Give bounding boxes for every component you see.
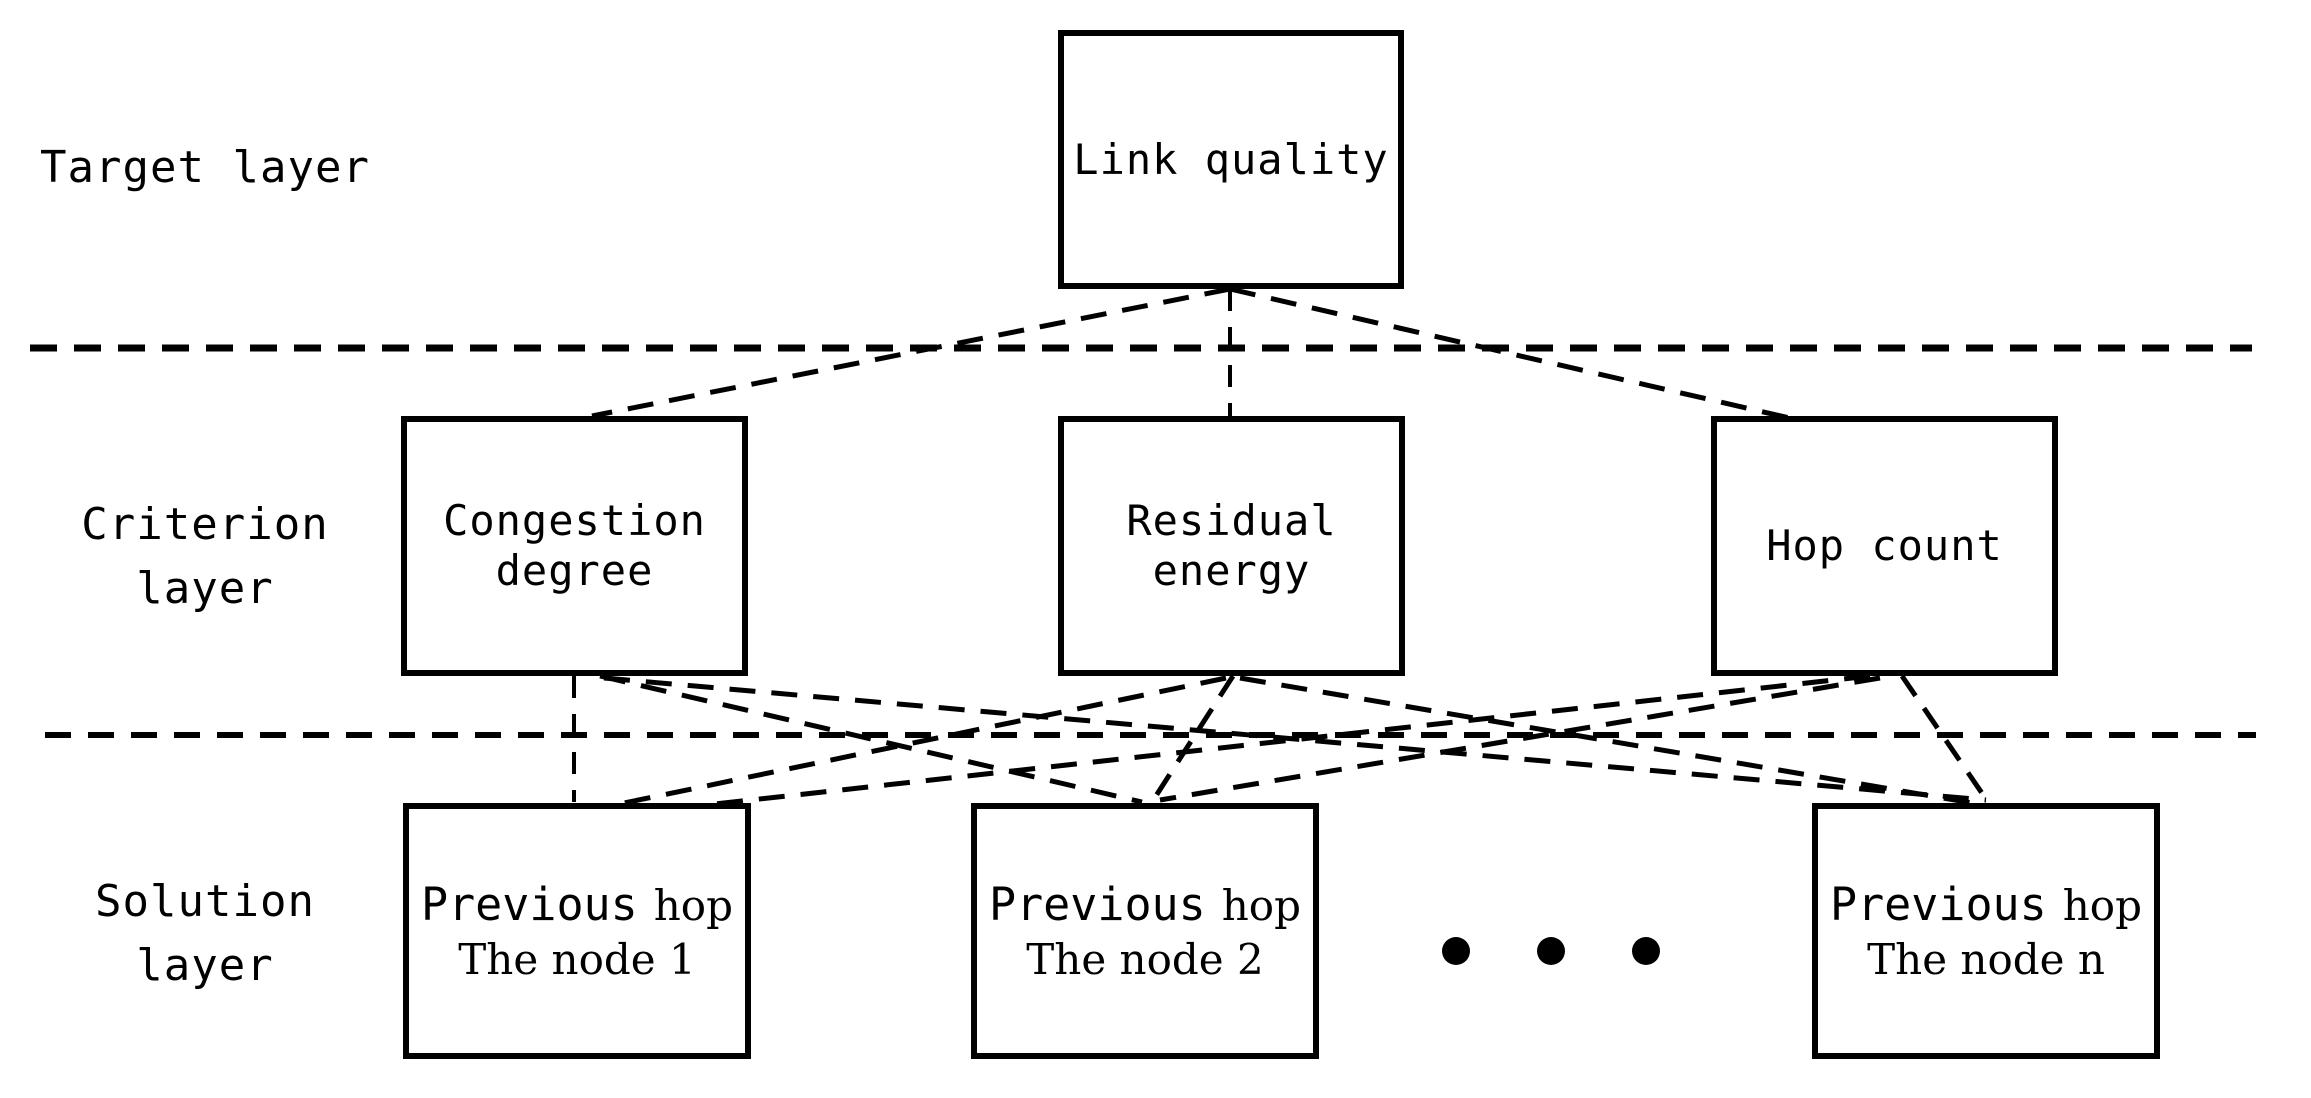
ellipsis-dot-3	[1632, 937, 1660, 965]
node-congestion-degree[interactable]: Congestion degree	[401, 416, 748, 676]
node-n-hop-label: hop	[2062, 880, 2142, 930]
node-hop-count-label: Hop count	[1766, 521, 2003, 571]
node-2-name-label: The node 2	[1026, 934, 1264, 984]
link-target-to-congestion	[591, 286, 1231, 419]
node-hop-count[interactable]: Hop count	[1711, 416, 2058, 676]
node-1-previous-label: Previous	[421, 877, 638, 931]
node-link-quality-label: Link quality	[1073, 134, 1389, 184]
link-hopcount-to-node1	[605, 673, 1871, 819]
ellipsis-dot-2	[1537, 937, 1565, 965]
node-n-line-1: Previous hop	[1818, 878, 2154, 931]
node-residual-energy[interactable]: Residual energy	[1058, 416, 1405, 676]
node-1-name-label: The node 1	[458, 934, 696, 984]
link-hopcount-to-node2	[1159, 675, 1881, 803]
node-1-hop-label: hop	[653, 880, 733, 930]
node-1-line-1: Previous hop	[409, 878, 745, 931]
ellipsis-dots	[1442, 937, 1660, 965]
node-n-previous-label: Previous	[1830, 877, 2047, 931]
link-target-to-hopcount	[1229, 286, 1873, 440]
node-2-text: Previous hop The node 2	[977, 878, 1313, 985]
node-link-quality[interactable]: Link quality	[1058, 30, 1404, 289]
node-previous-hop-node-2[interactable]: Previous hop The node 2	[971, 803, 1319, 1059]
layer-label-solution: Solution layer	[95, 876, 315, 991]
layer-label-target: Target layer	[40, 142, 370, 193]
link-residual-to-node2	[1149, 674, 1236, 804]
link-hopcount-to-noden	[1899, 674, 1991, 804]
node-n-text: Previous hop The node n	[1818, 878, 2154, 985]
link-congestion-to-noden	[603, 675, 1987, 803]
link-residual-to-node1	[599, 675, 1227, 811]
node-2-previous-label: Previous	[989, 877, 1206, 931]
node-n-name-label: The node n	[1867, 934, 2105, 984]
node-residual-energy-label: Residual energy	[1126, 496, 1337, 595]
node-2-line-1: Previous hop	[977, 878, 1313, 931]
link-congestion-to-node2	[599, 673, 1143, 805]
node-previous-hop-node-n[interactable]: Previous hop The node n	[1812, 803, 2160, 1059]
node-congestion-degree-label: Congestion degree	[443, 496, 706, 595]
node-1-text: Previous hop The node 1	[409, 878, 745, 985]
ellipsis-dot-1	[1442, 937, 1470, 965]
node-previous-hop-node-1[interactable]: Previous hop The node 1	[403, 803, 751, 1059]
link-residual-to-noden	[1239, 675, 1991, 809]
layer-label-criterion: Criterion layer	[81, 499, 329, 614]
node-2-hop-label: hop	[1221, 880, 1301, 930]
